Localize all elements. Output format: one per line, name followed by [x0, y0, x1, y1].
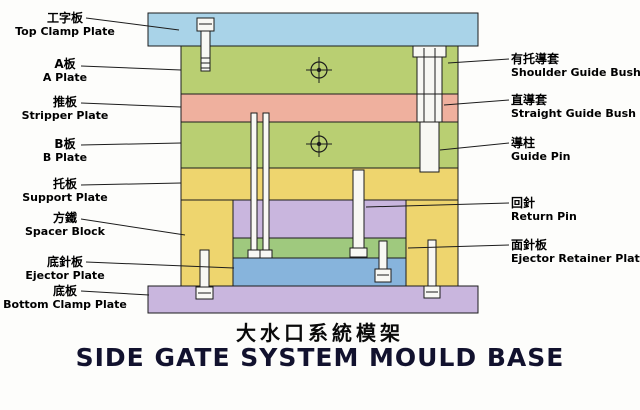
label-zh-text: A板: [54, 57, 76, 71]
stripper-plate-shape: [180, 93, 459, 123]
label-zh-text: 托板: [52, 177, 77, 191]
return-pin-head: [349, 247, 368, 258]
ejector-plate-screw: [374, 240, 392, 283]
label-zh-text: 方鐵: [52, 211, 77, 225]
label-en-text: A Plate: [42, 71, 88, 84]
straight-guide-bush-body: [416, 93, 443, 123]
ejector-pins: [247, 112, 273, 259]
leader-bottom-clamp-plate: [80, 290, 150, 296]
label-en-text: Stripper Plate: [21, 109, 109, 122]
label-en-text: Ejector Plate: [25, 269, 105, 282]
label-zh-text: 直導套: [511, 93, 548, 107]
screw-shaft: [200, 30, 211, 72]
title-chinese: 大水口系統模架: [236, 321, 404, 345]
ejector-pin-head: [259, 249, 273, 259]
leader-straight-guide-bush: [443, 99, 510, 106]
leader-a-plate: [80, 65, 182, 71]
leader-spacer-block: [80, 218, 186, 236]
label-zh-text: 回針: [511, 196, 536, 210]
leader-b-plate: [80, 142, 182, 146]
return-pin-shaft: [352, 169, 365, 255]
shoulder-guide-bush-body: [416, 56, 443, 95]
leader-stripper-plate: [80, 102, 182, 108]
leader-top-clamp-plate: [85, 17, 180, 31]
ejector-pin-head: [247, 249, 261, 259]
label-guide-pin: 導柱 Guide Pin: [511, 136, 640, 164]
label-en-text: Bottom Clamp Plate: [3, 298, 127, 311]
title-english: SIDE GATE SYSTEM MOULD BASE: [75, 343, 565, 372]
guide-bush-pin-assembly: [412, 45, 447, 173]
label-en-text: Top Clamp Plate: [15, 25, 115, 38]
label-stripper-plate: 推板 Stripper Plate: [0, 95, 130, 123]
screw-shaft: [199, 249, 210, 289]
return-pin-assembly: [349, 169, 368, 258]
guide-pin-shape: [419, 121, 440, 173]
label-zh-text: 推板: [52, 95, 77, 109]
ejector-pin-shaft: [262, 112, 270, 254]
screw-shaft: [378, 240, 388, 272]
leader-guide-pin: [439, 142, 510, 151]
label-ejector-retainer-plate: 面針板 Ejector Retainer Plate: [511, 238, 640, 266]
plates: [147, 12, 479, 314]
label-bottom-clamp-plate: 底板 Bottom Clamp Plate: [0, 284, 130, 312]
support-plate-shape: [180, 167, 459, 201]
label-zh-text: 導柱: [511, 136, 536, 150]
ejector-pin-shaft: [250, 112, 258, 254]
label-en-text: Return Pin: [511, 210, 577, 223]
screw-hole-symbol-a-plate: [306, 57, 332, 83]
label-straight-guide-bush: 直導套 Straight Guide Bush: [511, 93, 640, 121]
shoulder-guide-bush-flange: [412, 45, 447, 58]
hole-center-dot: [316, 141, 322, 147]
label-zh-text: B板: [54, 137, 76, 151]
label-spacer-block: 方鐵 Spacer Block: [0, 211, 130, 239]
label-en-text: Ejector Retainer Plate: [511, 252, 640, 265]
label-zh-text: 工字板: [46, 11, 83, 25]
label-top-clamp-plate: 工字板 Top Clamp Plate: [0, 11, 130, 39]
leader-ejector-plate: [85, 261, 235, 269]
label-en-text: Guide Pin: [511, 150, 571, 163]
cap-screw-top: [196, 17, 215, 72]
label-en-text: Support Plate: [22, 191, 108, 204]
label-zh-text: 底板: [52, 284, 77, 298]
label-en-text: B Plate: [42, 151, 88, 164]
label-zh-text: 底針板: [46, 255, 83, 269]
label-zh-text: 有托導套: [511, 52, 560, 66]
leader-lines: [80, 17, 510, 296]
hole-center-dot: [316, 67, 322, 73]
screw-hole-symbol-b-plate: [306, 131, 332, 157]
leader-return-pin: [365, 202, 510, 208]
leader-ejector-retainer-plate: [407, 244, 510, 249]
spacer-screw-right: [423, 239, 441, 299]
leader-shoulder-guide-bush: [447, 58, 510, 64]
label-en-text: Spacer Block: [24, 225, 105, 238]
label-shoulder-guide-bush: 有托導套 Shoulder Guide Bush: [511, 52, 640, 80]
label-support-plate: 托板 Support Plate: [0, 177, 130, 205]
label-ejector-plate: 底針板 Ejector Plate: [0, 255, 130, 283]
label-zh-text: 面針板: [511, 238, 548, 252]
label-b-plate: B板 B Plate: [0, 137, 130, 165]
label-a-plate: A板 A Plate: [0, 57, 130, 85]
label-en-text: Straight Guide Bush: [511, 107, 636, 120]
bottom-clamp-screw: [195, 249, 214, 300]
label-en-text: Shoulder Guide Bush: [511, 66, 640, 79]
label-return-pin: 回針 Return Pin: [511, 196, 640, 224]
leader-support-plate: [80, 182, 182, 186]
